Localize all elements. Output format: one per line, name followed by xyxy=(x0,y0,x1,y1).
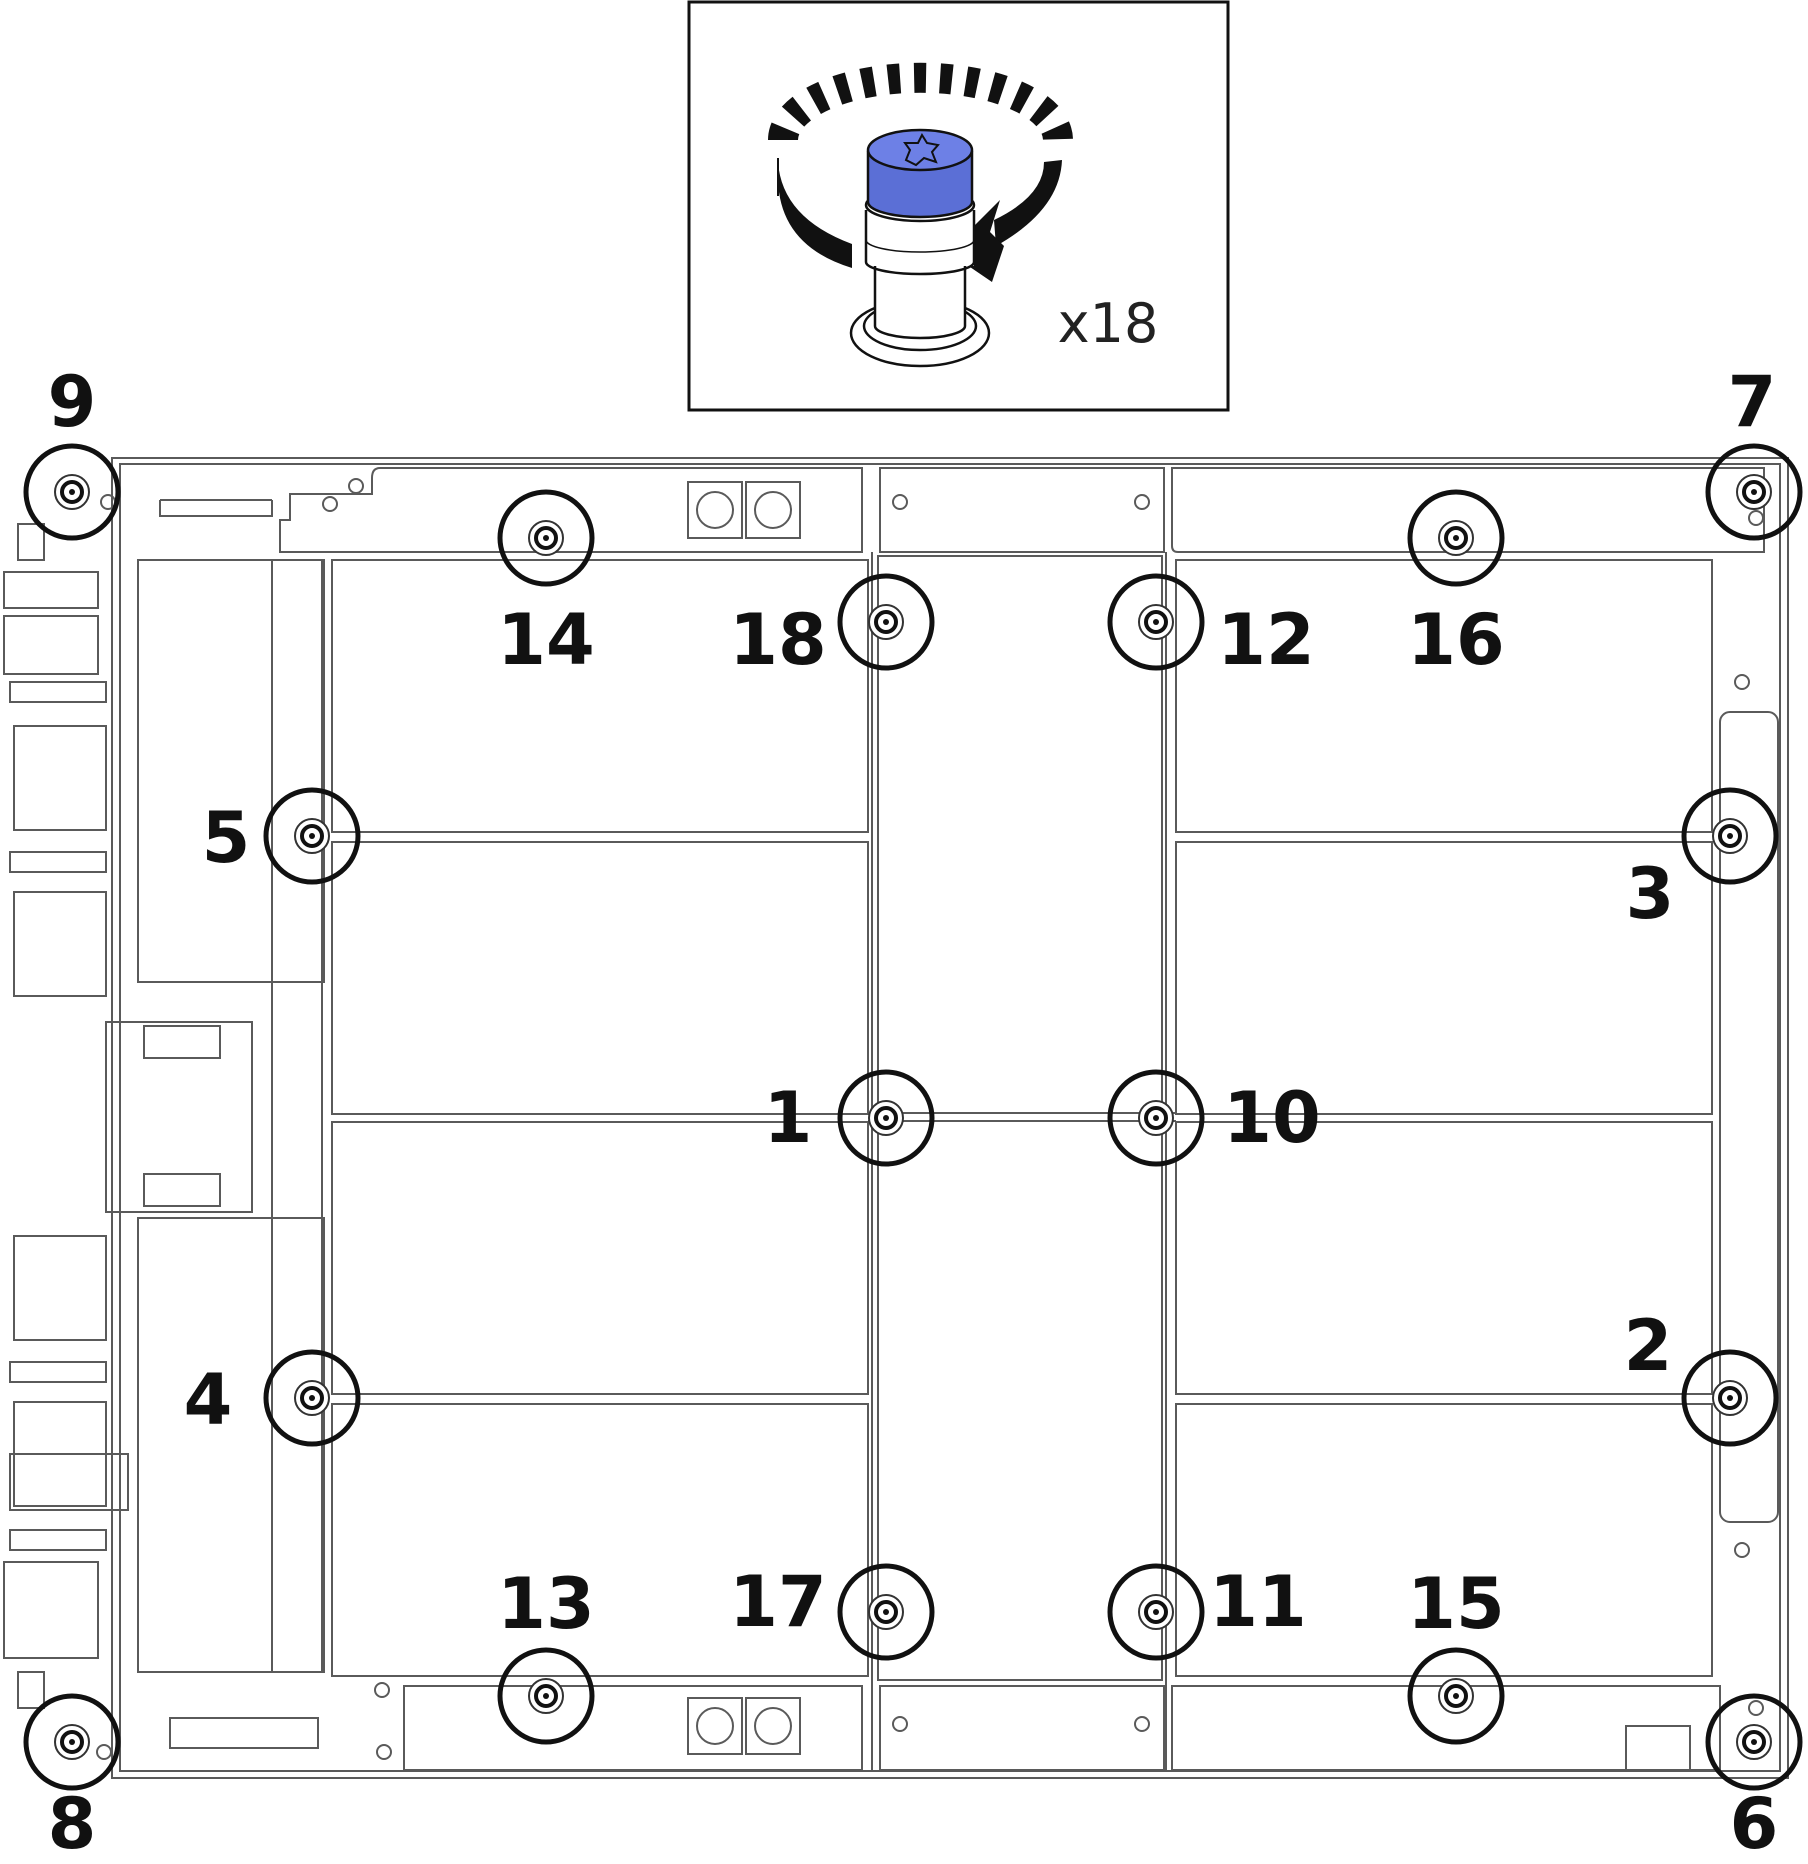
screw-7: 7 xyxy=(1705,361,1803,541)
screw-number-label: 11 xyxy=(1209,1561,1306,1643)
screw-17: 17 xyxy=(729,1561,935,1661)
screw-1: 1 xyxy=(764,1069,935,1167)
center-connector xyxy=(105,1021,253,1213)
screw-ring-icon xyxy=(263,1349,361,1447)
screw-18: 18 xyxy=(729,573,935,681)
screw-ring-icon xyxy=(1705,1693,1803,1791)
screw-icon xyxy=(849,128,991,368)
screw-number-label: 17 xyxy=(729,1561,826,1643)
screw-5: 5 xyxy=(202,787,361,885)
screw-ring-icon xyxy=(1407,1647,1505,1745)
screw-3: 3 xyxy=(1626,787,1779,935)
io-connectors xyxy=(3,523,129,1709)
screw-6: 6 xyxy=(1705,1693,1803,1864)
screw-16: 16 xyxy=(1407,489,1505,681)
screw-number-label: 7 xyxy=(1728,361,1777,443)
plate-outer-outline xyxy=(111,457,1789,1779)
screw-number-label: 4 xyxy=(184,1359,233,1441)
screw-number-label: 2 xyxy=(1624,1305,1673,1387)
screw-number-label: 3 xyxy=(1626,853,1675,935)
screw-ring-icon xyxy=(497,489,595,587)
screw-ring-icon xyxy=(1705,443,1803,541)
screw-13: 13 xyxy=(497,1563,595,1745)
screw-number-label: 1 xyxy=(764,1077,813,1159)
screw-ring-icon xyxy=(1107,573,1205,671)
screw-ring-icon xyxy=(1407,489,1505,587)
screw-ring-icon xyxy=(1107,1563,1205,1661)
screw-ring-icon xyxy=(837,1563,935,1661)
screw-number-label: 5 xyxy=(202,797,251,879)
screw-ring-icon xyxy=(1681,787,1779,885)
screw-9: 9 xyxy=(23,361,121,541)
screw-ring-icon xyxy=(497,1647,595,1745)
torx-icon xyxy=(903,132,940,167)
screw-number-label: 18 xyxy=(729,599,826,681)
right-handle xyxy=(1719,711,1779,1523)
screw-ring-icon xyxy=(23,443,121,541)
screw-number-label: 10 xyxy=(1223,1077,1320,1159)
screw-10: 10 xyxy=(1107,1069,1321,1167)
screw-number-label: 12 xyxy=(1217,599,1314,681)
screw-ring-icon xyxy=(1107,1069,1205,1167)
screw-callout: x18 xyxy=(687,0,1230,412)
screw-number-label: 15 xyxy=(1407,1563,1504,1645)
screw-ring-icon xyxy=(23,1693,121,1791)
screw-11: 11 xyxy=(1107,1561,1307,1661)
screw-ring-icon xyxy=(837,1069,935,1167)
screw-ring-icon xyxy=(837,573,935,671)
quantity-label: x18 xyxy=(1058,292,1159,355)
screw-8: 8 xyxy=(23,1693,121,1864)
standoffs xyxy=(96,478,1764,1760)
screw-4: 4 xyxy=(184,1349,361,1447)
screw-number-label: 13 xyxy=(497,1563,594,1645)
screw-number-label: 9 xyxy=(48,361,97,443)
screw-14: 14 xyxy=(497,489,595,681)
screw-ring-icon xyxy=(263,787,361,885)
screw-number-label: 6 xyxy=(1730,1783,1779,1864)
screw-2: 2 xyxy=(1624,1305,1779,1447)
screw-ring-icon xyxy=(1681,1349,1779,1447)
screw-15: 15 xyxy=(1407,1563,1505,1745)
screw-number-label: 16 xyxy=(1407,599,1504,681)
plate-outline xyxy=(119,463,1781,1772)
screw-number-label: 14 xyxy=(497,599,594,681)
screw-12: 12 xyxy=(1107,573,1315,681)
screw-number-label: 8 xyxy=(48,1783,97,1864)
